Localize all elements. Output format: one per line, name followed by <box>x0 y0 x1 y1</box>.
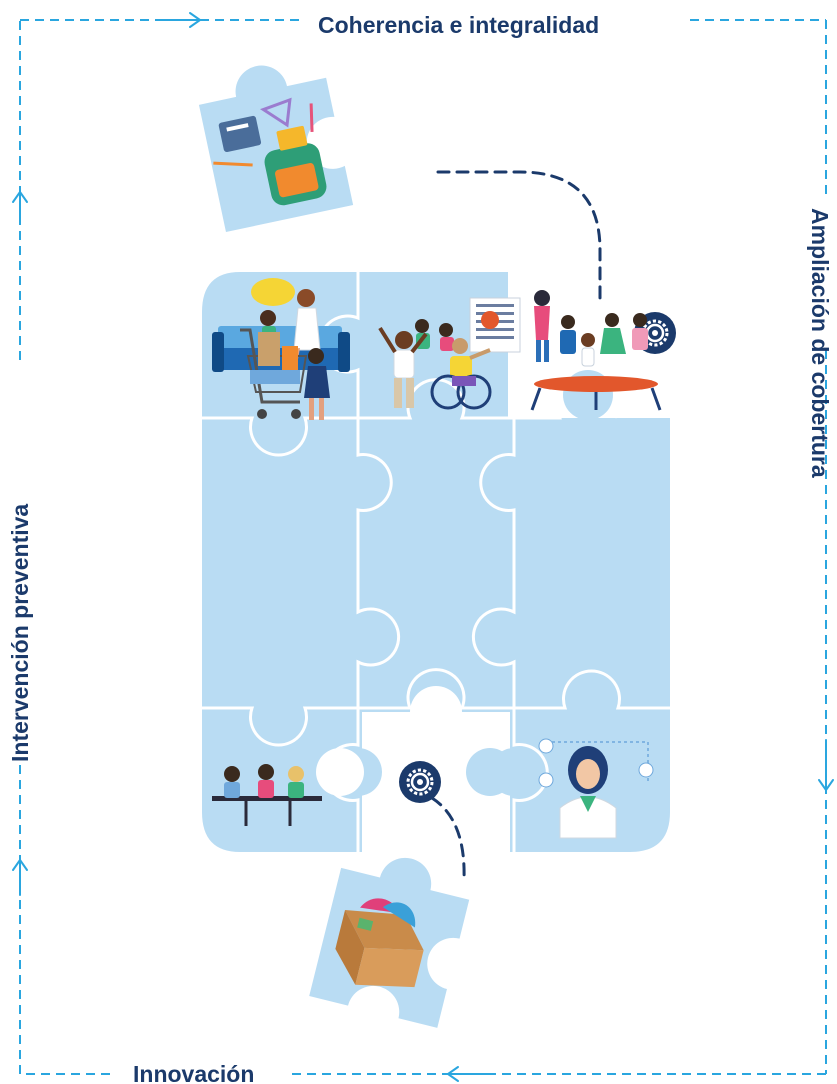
arrow-left-icon <box>447 1066 491 1082</box>
puzzle-piece-school-supplies <box>198 65 354 232</box>
arrow-up-icon-2 <box>12 859 28 896</box>
label-coherencia: Coherencia e integralidad <box>318 12 599 38</box>
arrow-down-icon <box>818 739 834 791</box>
clothes-box-icon <box>335 898 424 988</box>
doctor-icon <box>538 738 654 839</box>
children-jumping-trampoline-icon <box>530 313 662 411</box>
gear-icon-bottom <box>399 761 441 803</box>
label-ampliacion: Ampliación de cobertura <box>807 208 833 478</box>
label-innovacion: Innovación <box>133 1061 254 1084</box>
label-intervencion: Intervención preventiva <box>7 504 33 762</box>
connector-lines <box>430 170 602 882</box>
arrow-right-icon <box>159 12 201 28</box>
wheelchair-ball-children-icon <box>378 311 499 410</box>
backpack-books-ruler-icon <box>213 97 327 206</box>
shopping-cart-child-icon <box>240 328 330 420</box>
children-at-table-icon <box>212 764 322 826</box>
frame-arrows <box>12 12 834 1082</box>
arrow-up-icon <box>12 191 28 221</box>
puzzle-piece-donation-box <box>309 857 470 1028</box>
